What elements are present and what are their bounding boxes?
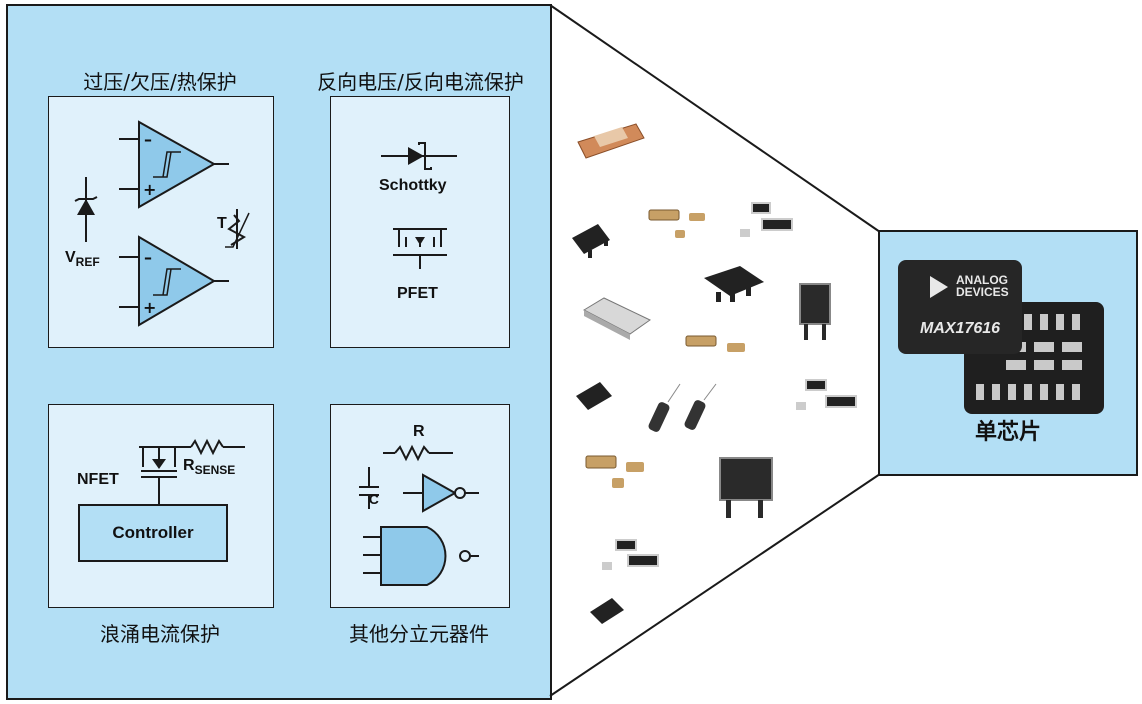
smd-capacitor-icon xyxy=(585,209,745,488)
surge-protection-box: NFET RSENSE Controller xyxy=(48,404,274,608)
chip-resistor-icon xyxy=(602,202,857,570)
discrete-protection-panel: 过压/欠压/热保护 – + – + V xyxy=(6,4,552,700)
reverse-protection-box: Schottky PFET xyxy=(330,96,510,348)
svg-text:–: – xyxy=(144,130,152,149)
comparator-circuit-icon: – + – + xyxy=(74,120,250,327)
ov-uv-thermal-caption: 过压/欠压/热保护 xyxy=(83,70,237,94)
passive-logic-icon xyxy=(359,444,479,586)
chip-brand-text: ANALOG DEVICES xyxy=(956,273,1009,299)
nfet-label: NFET xyxy=(77,471,119,488)
single-chip-caption: 单芯片 xyxy=(974,420,1041,445)
discrete-components-caption: 其他分立元器件 xyxy=(349,622,489,646)
schottky-label: Schottky xyxy=(379,177,447,194)
surge-protection-caption: 浪涌电流保护 xyxy=(100,622,220,646)
thermistor-label: T xyxy=(217,215,227,232)
discrete-components-box: R TC xyxy=(330,404,510,608)
svg-text:+: + xyxy=(143,180,156,199)
reverse-protection-caption: 反向电压/反向电流保护 xyxy=(317,70,524,94)
schottky-pfet-icon xyxy=(381,142,457,269)
electrolytic-capacitor-icon xyxy=(648,383,717,432)
controller-label: Controller xyxy=(112,523,194,542)
chip-part-number: MAX17616 xyxy=(920,320,1001,337)
capacitor-label: TC xyxy=(368,491,379,508)
shunt-resistor-icon xyxy=(577,123,645,159)
vref-label: VREF xyxy=(65,249,100,270)
sot23-5-icon xyxy=(704,266,764,302)
optocoupler-icon xyxy=(582,297,651,340)
pfet-label: PFET xyxy=(397,285,438,302)
dpak-transistor-icon xyxy=(719,283,831,518)
svg-text:+: + xyxy=(143,298,156,317)
sot23-transistor-icon xyxy=(572,224,624,624)
single-chip-panel: ANALOG DEVICES MAX17616 单芯片 xyxy=(878,230,1138,476)
rsense-label: RSENSE xyxy=(183,457,236,478)
nfet-rsense-icon xyxy=(78,438,245,562)
resistor-label: R xyxy=(413,423,425,440)
max17616-chip-icon xyxy=(898,260,1104,414)
ov-uv-thermal-box: – + – + VREF T xyxy=(48,96,274,348)
svg-text:–: – xyxy=(144,248,152,267)
